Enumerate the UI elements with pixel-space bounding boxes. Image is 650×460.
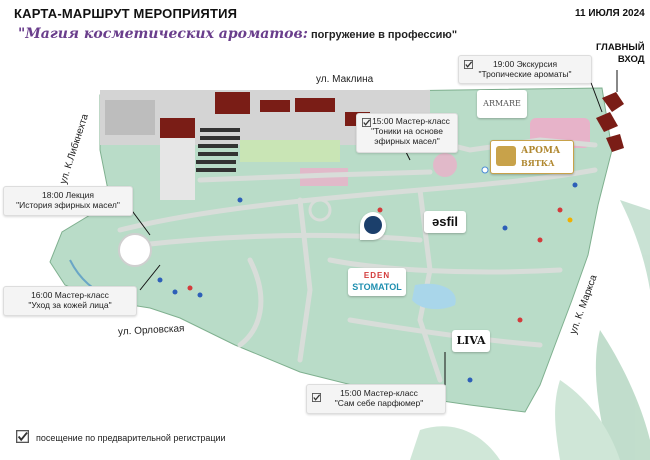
event-callout-lecture[interactable]: 18:00 Лекция "История эфирных масел" — [3, 186, 133, 216]
event-time: 15:00 Мастер-класс — [372, 116, 450, 126]
building-gray — [105, 100, 155, 135]
street-maklina: ул. Маклина — [316, 74, 374, 85]
event-title: "Уход за кожей лица" — [28, 300, 112, 310]
tennis-courts — [196, 128, 240, 172]
registration-note: посещение по предварительной регистрации — [36, 433, 226, 443]
eden-line-1: EDEN — [363, 271, 391, 280]
checkbox-checked-icon — [362, 118, 371, 127]
checkbox-checked-icon — [464, 60, 473, 69]
logo-aroma-vyatka: АРОМА ВЯТКА — [490, 140, 574, 174]
main-entrance-label: ГЛАВНЫЙ ВХОД — [596, 42, 645, 66]
event-time: 16:00 Мастер-класс — [31, 290, 109, 300]
palm-leaf-decoration — [410, 200, 650, 460]
pond — [412, 283, 456, 310]
event-title: "Тоники на основе эфирных масел" — [371, 126, 443, 146]
entrance-line-2: ВХОД — [617, 54, 645, 65]
event-time: 15:00 Мастер-класс — [340, 388, 418, 398]
event-title: "История эфирных масел" — [16, 200, 120, 210]
logo-armare: ARMARE — [477, 90, 527, 118]
map-markers — [157, 166, 578, 383]
logo-round-badge — [360, 212, 386, 240]
aroma-line-1: АРОМА — [521, 146, 561, 156]
aroma-vyatka-emblem-icon — [496, 146, 516, 166]
event-title: "Сам себе парфюмер" — [334, 398, 424, 408]
logo-liva: LIVA — [452, 330, 490, 352]
event-callout-facecare[interactable]: 16:00 Мастер-класс "Уход за кожей лица" — [3, 286, 137, 316]
event-subtitle: "Магия косметических ароматов: погружени… — [18, 26, 457, 42]
callout-leaders — [129, 70, 618, 388]
central-plaza — [308, 198, 332, 222]
aroma-line-2: ВЯТКА — [521, 158, 555, 168]
event-callout-perfumer[interactable]: 15:00 Мастер-класс "Сам себе парфюмер" — [306, 384, 446, 414]
round-badge-icon — [364, 216, 382, 234]
event-time: 19:00 Экскурсия — [492, 59, 558, 69]
event-time: 18:00 Лекция — [42, 190, 94, 200]
west-plaza — [118, 233, 152, 267]
event-title: "Тропические ароматы" — [478, 69, 572, 79]
event-callout-excursion[interactable]: 19:00 Экскурсия "Тропические ароматы" — [458, 55, 592, 84]
pink-circle — [433, 153, 457, 177]
event-date: 11 ИЮЛЯ 2024 — [575, 8, 645, 19]
sports-field — [240, 140, 340, 162]
subtitle-rest-text: погружение в профессию" — [307, 29, 458, 41]
logo-esfil: əsfil — [424, 211, 466, 233]
checkbox-checked-icon — [312, 393, 321, 402]
subtitle-script-text: "Магия косметических ароматов: — [18, 26, 308, 42]
page-title: КАРТА-МАРШРУТ МЕРОПРИЯТИЯ — [14, 6, 238, 21]
eden-line-2: STOMATOL — [352, 282, 402, 292]
entrance-line-1: ГЛАВНЫЙ — [596, 42, 645, 53]
checkbox-checked-icon — [16, 430, 29, 443]
building-gray — [160, 135, 195, 200]
event-callout-tonics[interactable]: 15:00 Мастер-класс "Тоники на основе эфи… — [356, 113, 458, 153]
logo-eden-stomatol: EDEN STOMATOL — [348, 268, 406, 296]
